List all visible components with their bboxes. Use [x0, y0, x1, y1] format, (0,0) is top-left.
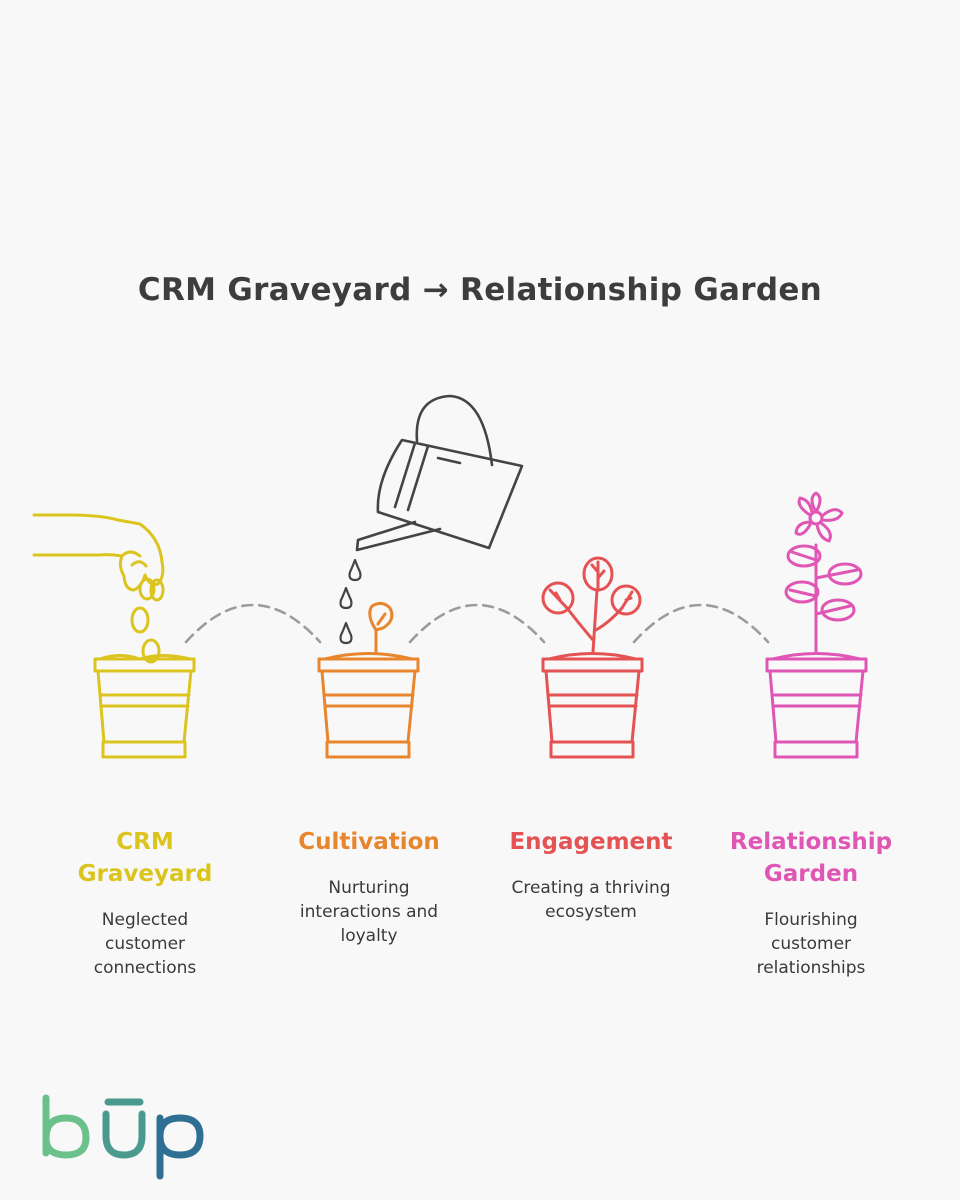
dashed-connectors — [184, 603, 770, 644]
pot-3 — [541, 556, 644, 759]
watering-can-icon — [355, 394, 524, 552]
stage-cultivation: Cultivation Nurturing interactions and l… — [264, 826, 474, 948]
stage-relationship-garden: Relationship Garden Flourishing customer… — [706, 826, 916, 980]
stage-engagement: Engagement Creating a thriving ecosystem — [486, 826, 696, 924]
stage-description: Nurturing interactions and loyalty — [299, 878, 439, 946]
stage-description: Flourishing customer relationships — [756, 910, 866, 978]
pot-4 — [765, 491, 868, 759]
stage-title: Relationship Garden — [729, 829, 893, 887]
connector-3-4 — [632, 603, 770, 644]
water-drop-icon — [339, 621, 353, 645]
logo-letter-p — [156, 1114, 204, 1180]
water-drop-icon — [348, 558, 362, 582]
stage-crm-graveyard: CRM Graveyard Neglected customer connect… — [40, 826, 250, 980]
logo-letter-b — [42, 1094, 90, 1159]
bup-logo — [42, 1094, 204, 1180]
stage-title: Engagement — [509, 829, 673, 855]
stage-title: CRM Graveyard — [77, 829, 213, 887]
logo-letter-u — [102, 1098, 146, 1159]
water-drop-icon — [339, 586, 353, 610]
pot-1 — [32, 513, 196, 759]
stage-description: Neglected customer connections — [93, 910, 197, 978]
stage-title: Cultivation — [298, 829, 440, 855]
pot-2 — [317, 601, 420, 759]
connector-1-2 — [184, 603, 322, 644]
stage-description: Creating a thriving ecosystem — [511, 878, 671, 922]
page-title: CRM Graveyard → Relationship Garden — [137, 272, 823, 308]
hand-icon — [32, 513, 165, 592]
connector-2-3 — [408, 603, 546, 644]
water-drops — [339, 558, 362, 645]
